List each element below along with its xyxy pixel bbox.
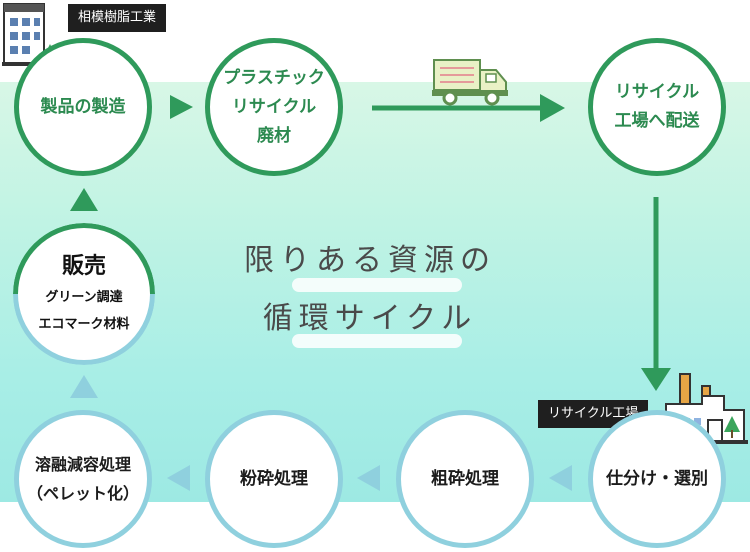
node-sales-inner: 販売 グリーン調達 エコマーク材料 [18, 228, 150, 360]
node-waste-line-3: 廃材 [257, 125, 291, 146]
center-title-line-2: 循環サイクル [262, 301, 478, 336]
node-melt-line-2: （ペレット化） [26, 484, 139, 503]
node-coarse-crush: 粗砕処理 [396, 410, 534, 548]
node-delivery: リサイクル 工場へ配送 [588, 38, 726, 176]
node-sorting: 仕分け・選別 [588, 410, 726, 548]
node-coarse-label: 粗砕処理 [431, 469, 499, 489]
arrow-left-blue [357, 465, 380, 491]
arrow-head-green [540, 94, 565, 122]
arrow-head-green-down [641, 368, 671, 391]
node-sales-title: 販売 [61, 254, 106, 279]
brush-highlight [292, 334, 462, 348]
truck-icon [432, 59, 508, 106]
node-manufacture: 製品の製造 [14, 38, 152, 176]
manufacturer-tag: 相模樹脂工業 [68, 4, 167, 32]
node-fine-label: 粉砕処理 [240, 469, 308, 489]
node-sales: 販売 グリーン調達 エコマーク材料 [13, 223, 155, 365]
node-melt-line-1: 溶融減容処理 [34, 455, 131, 474]
center-title-line-1: 限りある資源の [244, 243, 496, 278]
arrow-left-blue [167, 465, 190, 491]
arrow-up-green [70, 188, 98, 211]
node-sales-line-2: エコマーク材料 [38, 317, 130, 332]
node-delivery-line-1: リサイクル [614, 82, 700, 102]
arrow-left-blue [549, 465, 572, 491]
node-delivery-line-2: 工場へ配送 [614, 111, 700, 131]
tree-icon [724, 416, 740, 432]
node-manufacture-label: 製品の製造 [40, 97, 126, 117]
node-sorting-label: 仕分け・選別 [606, 469, 708, 489]
node-fine-crush: 粉砕処理 [205, 410, 343, 548]
brush-highlight [292, 278, 462, 292]
node-plastic-waste: プラスチック リサイクル 廃材 [205, 38, 343, 176]
arrow-right-green [170, 95, 193, 119]
node-waste-line-1: プラスチック [223, 67, 325, 88]
node-waste-line-2: リサイクル [231, 96, 317, 117]
center-title: 限りある資源の 循環サイクル [200, 232, 540, 348]
node-sales-line-1: グリーン調達 [45, 290, 123, 305]
arrow-up-blue [70, 375, 98, 398]
node-melt: 溶融減容処理 （ペレット化） [14, 410, 152, 548]
